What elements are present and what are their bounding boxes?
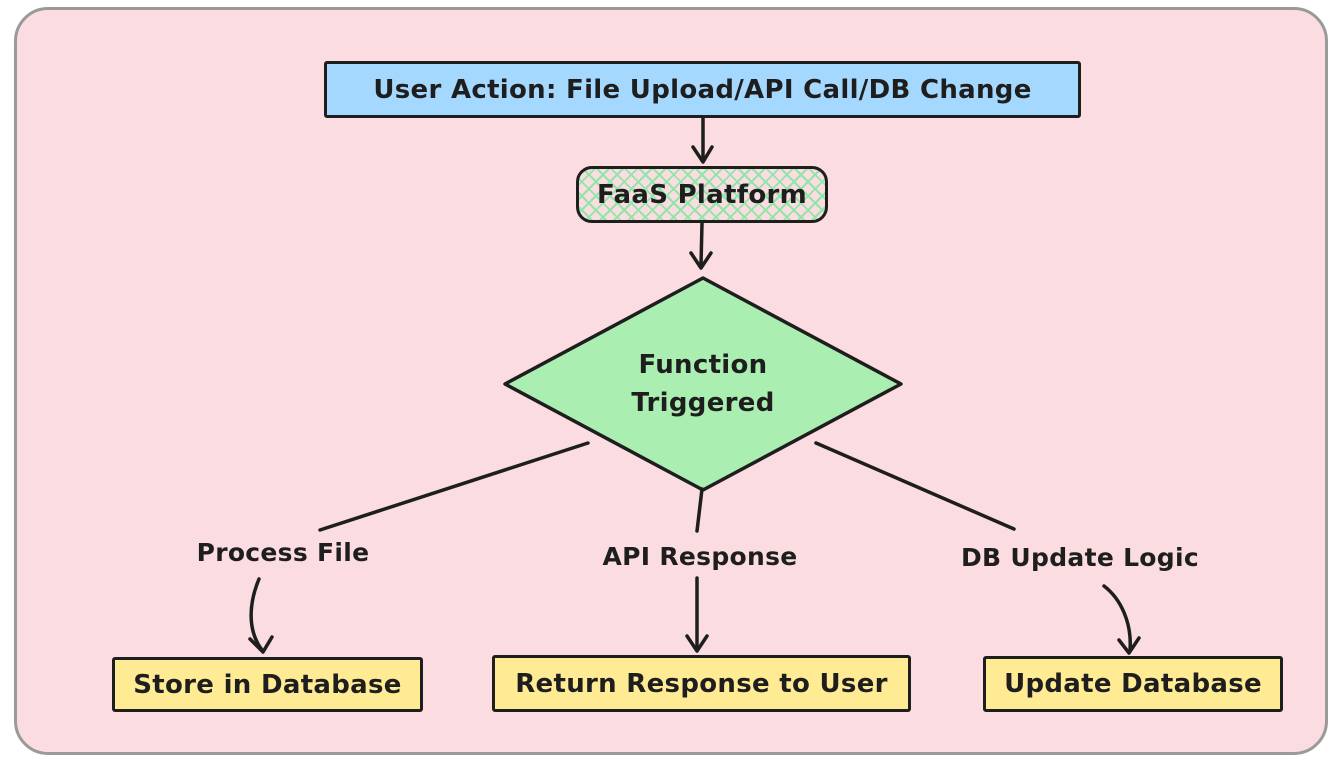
arrowhead-to-faas-icon bbox=[691, 145, 714, 164]
edge-diamond-to-api-response bbox=[695, 487, 704, 533]
function-triggered-diamond bbox=[503, 276, 903, 492]
node-update-database: Update Database bbox=[983, 656, 1283, 712]
edge-db-update-to-update bbox=[1102, 584, 1132, 652]
edge-diamond-to-db-update bbox=[814, 441, 1016, 531]
node-user-action: User Action: File Upload/API Call/DB Cha… bbox=[324, 61, 1081, 118]
node-store-in-database: Store in Database bbox=[112, 657, 423, 712]
node-function-triggered: Function Triggered bbox=[631, 350, 775, 418]
node-return-response-to-user: Return Response to User bbox=[492, 655, 911, 712]
label-process-file: Process File bbox=[196, 538, 370, 567]
edge-faas-to-diamond bbox=[699, 221, 704, 267]
label-db-update-logic: DB Update Logic bbox=[961, 543, 1199, 572]
edge-diamond-to-process-file bbox=[318, 441, 590, 532]
label-api-response: API Response bbox=[602, 542, 798, 571]
edge-process-file-to-store bbox=[249, 577, 264, 652]
node-faas-platform: FaaS Platform bbox=[576, 166, 828, 223]
arrowhead-to-update-icon bbox=[1117, 636, 1141, 655]
arrowhead-to-diamond-icon bbox=[689, 251, 713, 270]
arrowhead-to-store-icon bbox=[248, 635, 274, 654]
arrowhead-to-return-icon bbox=[685, 634, 709, 653]
